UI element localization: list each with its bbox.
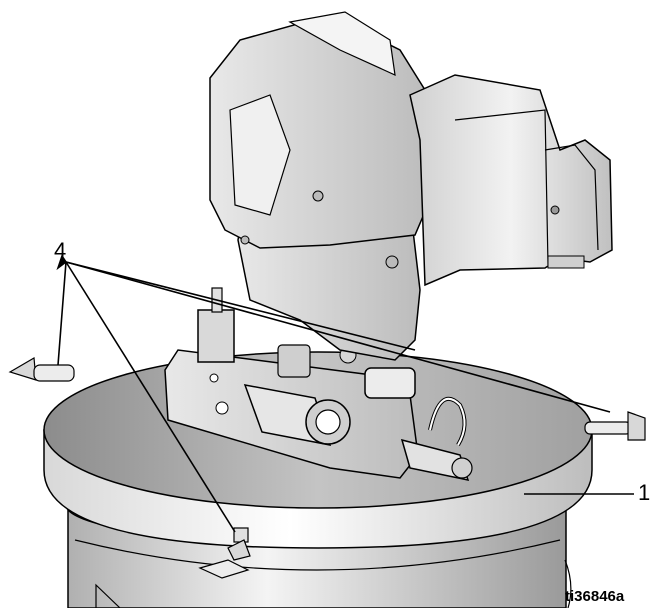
outlet-fitting bbox=[364, 367, 416, 399]
solenoid-valve bbox=[243, 384, 351, 446]
quick-coupler bbox=[400, 397, 473, 481]
sensor-connector bbox=[277, 344, 311, 378]
pump-housing bbox=[209, 11, 431, 361]
wing-screw-front bbox=[198, 527, 251, 579]
callout-4-leaders bbox=[56, 254, 611, 533]
motor bbox=[409, 74, 613, 287]
callout-1-label: 1 bbox=[638, 480, 651, 505]
manifold-block bbox=[164, 287, 473, 481]
pressure-fitting bbox=[197, 309, 235, 363]
wing-screw-left bbox=[8, 357, 75, 382]
figure-id: ti36846a bbox=[565, 588, 625, 605]
callout-4-label: 4 bbox=[54, 238, 67, 263]
wing-screw-right bbox=[584, 411, 646, 441]
